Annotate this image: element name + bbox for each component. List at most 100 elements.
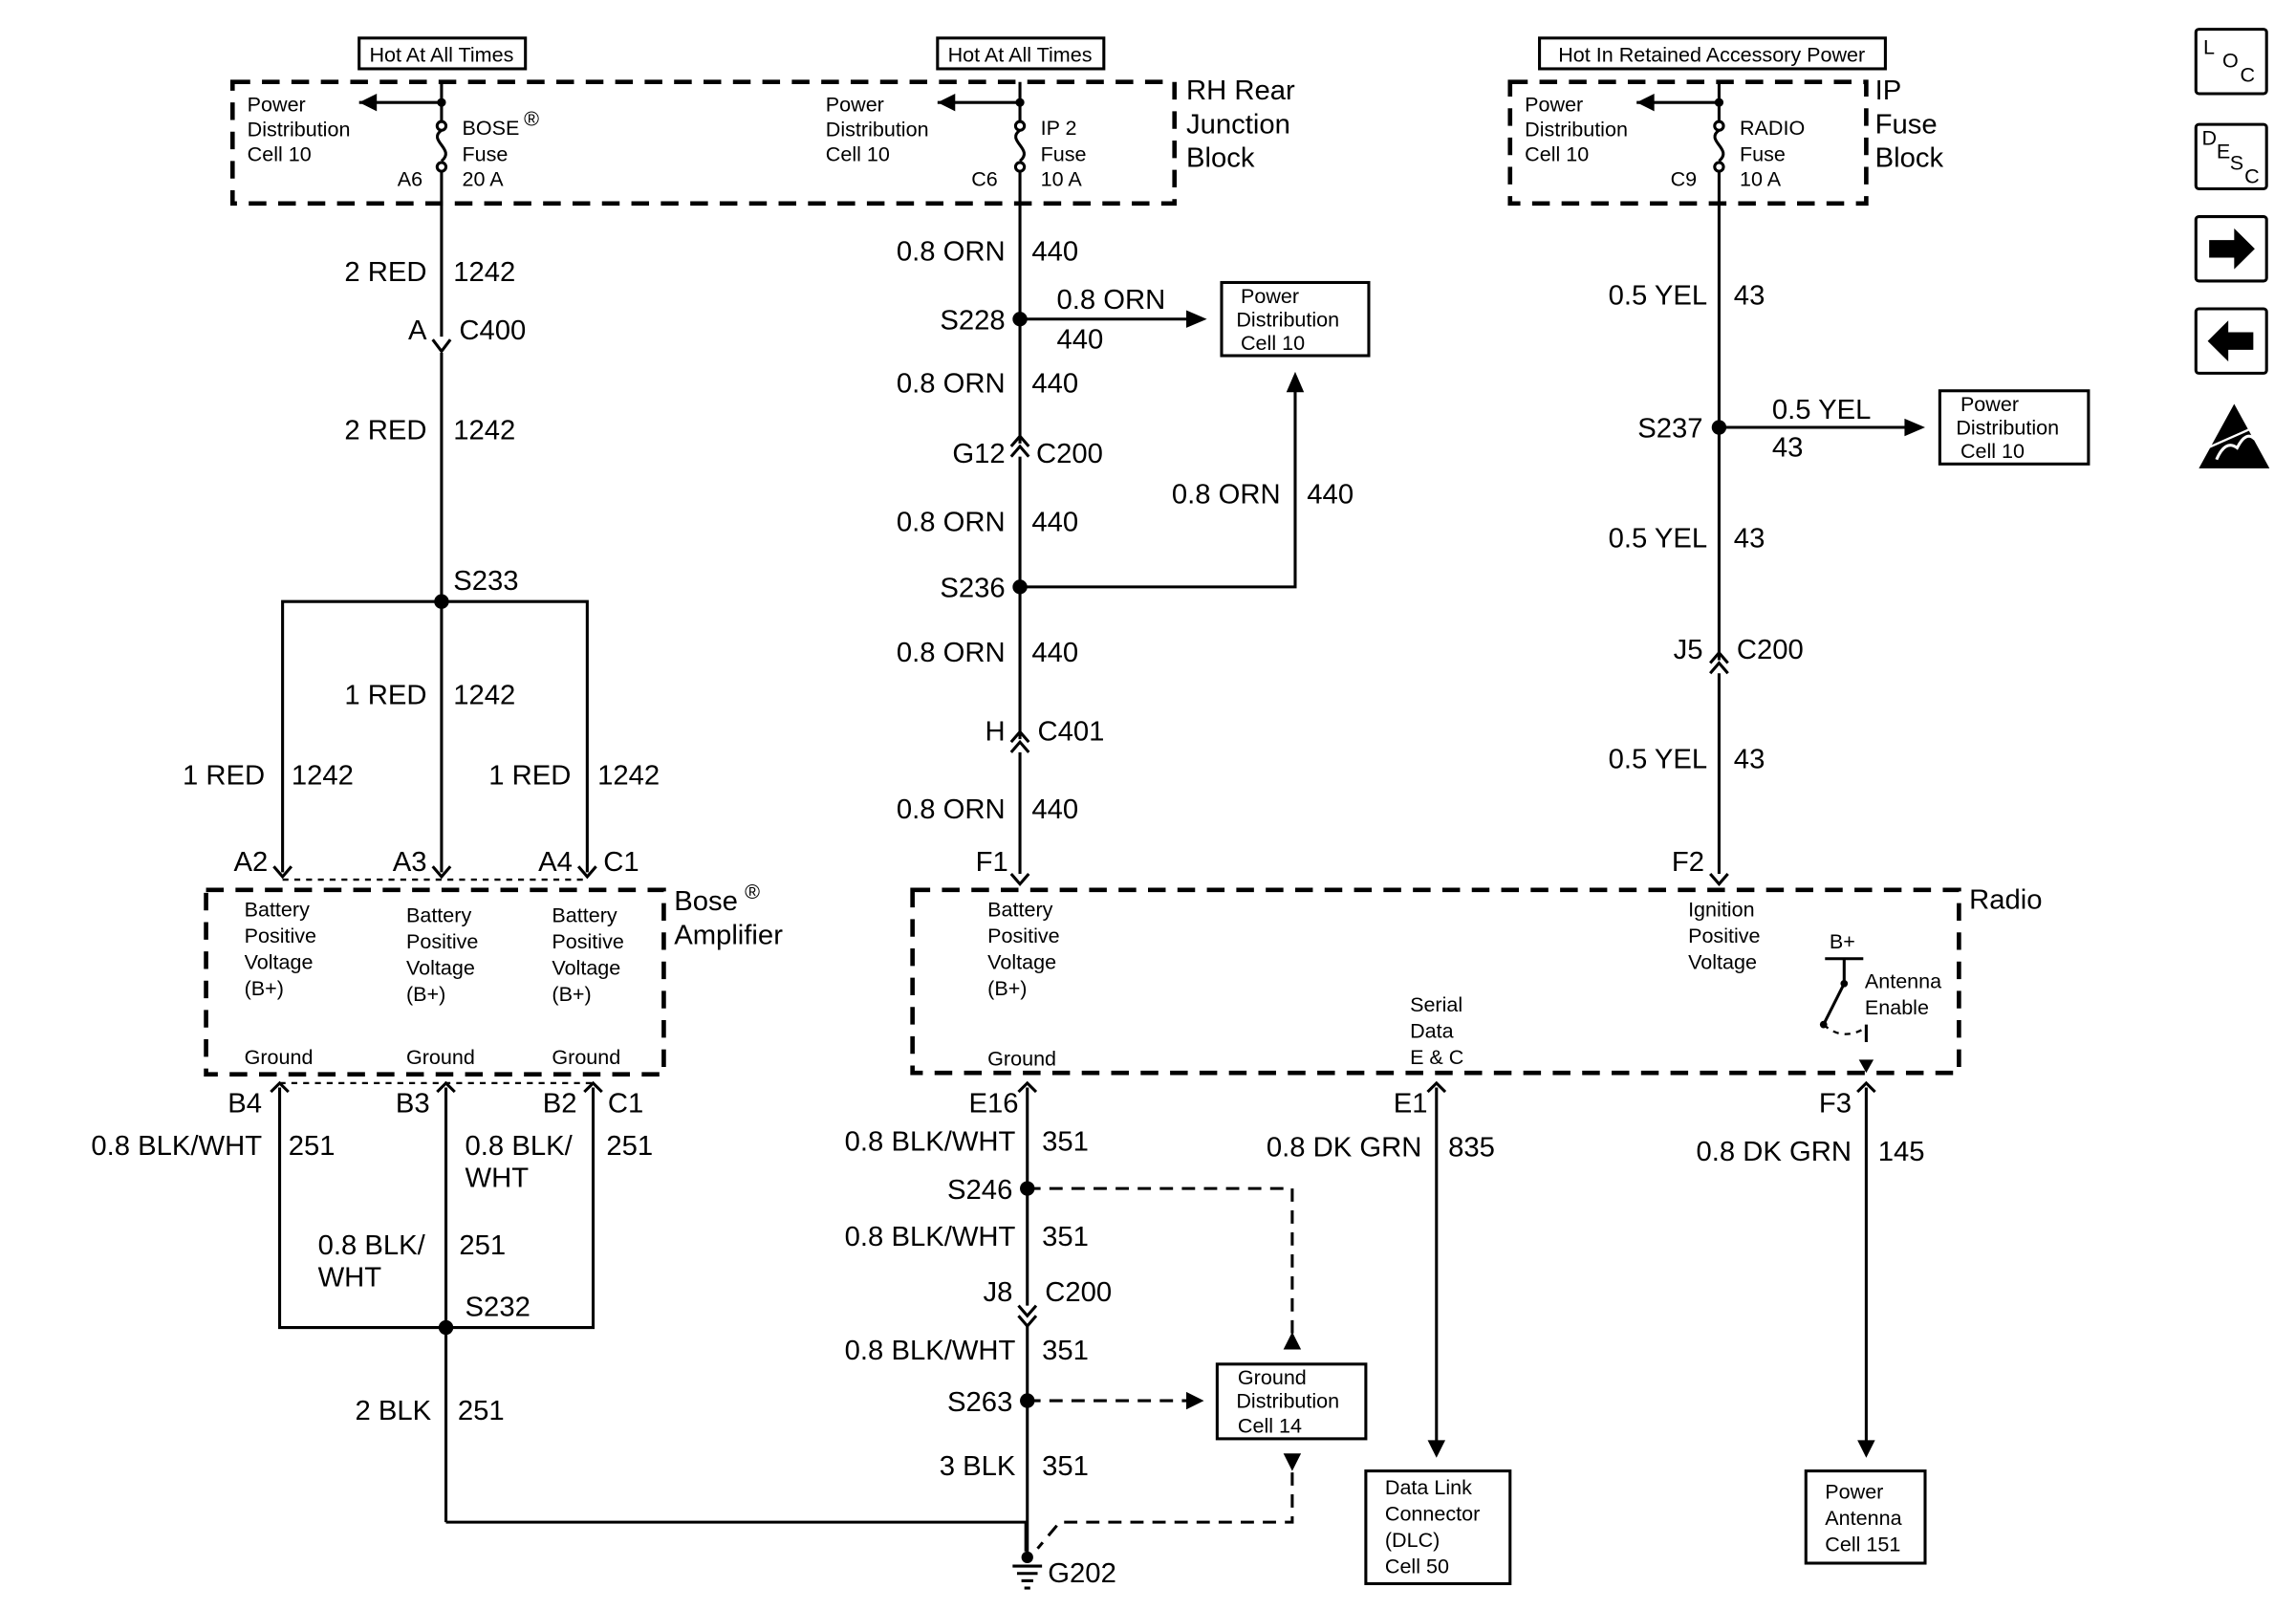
svg-text:WHT: WHT <box>318 1263 382 1294</box>
svg-text:Positive: Positive <box>552 930 623 953</box>
svg-text:C6: C6 <box>971 167 998 190</box>
svg-text:43: 43 <box>1734 281 1765 312</box>
svg-text:20 A: 20 A <box>462 167 504 190</box>
svg-text:F1: F1 <box>976 847 1008 878</box>
ip-fuse-block-outline <box>1507 79 1869 207</box>
svg-text:0.8 ORN: 0.8 ORN <box>1057 285 1166 315</box>
svg-text:C1: C1 <box>608 1089 643 1120</box>
svg-text:0.5 YEL: 0.5 YEL <box>1772 395 1872 425</box>
svg-text:440: 440 <box>1031 237 1078 268</box>
svg-text:1242: 1242 <box>453 415 515 446</box>
svg-text:H: H <box>986 717 1006 748</box>
svg-text:B3: B3 <box>396 1089 430 1120</box>
desc-button[interactable]: D E S C <box>2194 122 2268 191</box>
bose-fuse: BOSE ® Fuse 20 A A6 <box>358 81 539 190</box>
svg-text:Distribution: Distribution <box>248 118 351 141</box>
hot-label-left: Hot At All Times <box>357 36 528 71</box>
svg-text:Cell 10: Cell 10 <box>826 142 890 165</box>
svg-text:A: A <box>408 315 427 346</box>
svg-text:440: 440 <box>1031 368 1078 399</box>
svg-text:835: 835 <box>1448 1132 1495 1163</box>
svg-text:E & C: E & C <box>1410 1046 1463 1069</box>
svg-text:B4: B4 <box>227 1089 262 1120</box>
svg-text:Distribution: Distribution <box>1236 308 1339 331</box>
svg-text:351: 351 <box>1042 1126 1089 1157</box>
svg-text:251: 251 <box>289 1131 336 1162</box>
svg-text:Battery: Battery <box>406 904 472 927</box>
svg-text:2 RED: 2 RED <box>344 257 426 288</box>
svg-text:Data: Data <box>1410 1019 1454 1042</box>
svg-text:Distribution: Distribution <box>1236 1390 1339 1413</box>
svg-text:10 A: 10 A <box>1740 167 1782 190</box>
svg-text:Positive: Positive <box>1688 925 1760 947</box>
svg-text:440: 440 <box>1057 324 1104 355</box>
svg-text:Ground: Ground <box>987 1048 1056 1071</box>
svg-text:Voltage: Voltage <box>1688 951 1757 974</box>
svg-text:0.8 BLK/WHT: 0.8 BLK/WHT <box>845 1336 1016 1366</box>
svg-text:0.5 YEL: 0.5 YEL <box>1609 745 1708 775</box>
svg-text:C401: C401 <box>1038 717 1105 748</box>
svg-text:43: 43 <box>1734 524 1765 555</box>
svg-text:Antenna: Antenna <box>1865 969 1941 992</box>
svg-text:A6: A6 <box>398 167 422 190</box>
svg-text:Power: Power <box>1825 1481 1883 1504</box>
svg-text:0.8 ORN: 0.8 ORN <box>897 368 1006 399</box>
svg-text:J5: J5 <box>1674 635 1703 665</box>
svg-text:0.8 BLK/: 0.8 BLK/ <box>318 1230 426 1261</box>
svg-text:C: C <box>2240 64 2255 87</box>
svg-text:0.8 ORN: 0.8 ORN <box>1172 480 1281 511</box>
svg-text:S246: S246 <box>947 1175 1012 1206</box>
svg-text:Power: Power <box>826 93 884 116</box>
prev-arrow-icon[interactable] <box>2194 307 2268 375</box>
svg-text:Voltage: Voltage <box>552 957 620 980</box>
bose-branch-wires <box>272 599 597 881</box>
svg-text:Distribution: Distribution <box>1956 417 2059 440</box>
svg-text:G202: G202 <box>1048 1558 1116 1589</box>
svg-text:Ignition: Ignition <box>1688 898 1754 921</box>
amp-terminal-1: Battery Positive Voltage (B+) Ground <box>245 898 316 1069</box>
svg-text:S263: S263 <box>947 1387 1012 1418</box>
loc-button[interactable]: L O C <box>2194 28 2268 96</box>
svg-text:351: 351 <box>1042 1336 1089 1366</box>
svg-text:Power: Power <box>1960 393 2019 416</box>
svg-text:43: 43 <box>1734 745 1765 775</box>
svg-text:®: ® <box>745 881 760 903</box>
svg-text:Ground: Ground <box>552 1046 620 1069</box>
svg-text:S228: S228 <box>940 306 1005 337</box>
svg-text:43: 43 <box>1772 433 1804 464</box>
svg-text:2 RED: 2 RED <box>344 415 426 446</box>
svg-text:0.8 DK GRN: 0.8 DK GRN <box>1697 1137 1852 1167</box>
pdc-label-mid: Power Distribution Cell 10 <box>826 93 929 165</box>
svg-text:Battery: Battery <box>552 904 617 927</box>
pdc-label-left: Power Distribution Cell 10 <box>248 93 351 165</box>
dlc-box: Data Link Connector (DLC) Cell 50 <box>1364 1469 1512 1585</box>
svg-text:BOSE: BOSE <box>462 117 519 140</box>
svg-text:Amplifier: Amplifier <box>674 921 783 951</box>
svg-text:E1: E1 <box>1394 1089 1428 1120</box>
antenna-enable-switch: B+ Antenna Enable <box>1819 930 1941 1043</box>
next-arrow-icon[interactable] <box>2194 215 2268 283</box>
svg-text:Junction: Junction <box>1186 109 1290 140</box>
svg-text:D: D <box>2201 127 2217 150</box>
svg-text:Data Link: Data Link <box>1385 1476 1472 1499</box>
serial-data-wire <box>1426 1080 1447 1458</box>
svg-text:Connector: Connector <box>1385 1503 1480 1526</box>
svg-text:C200: C200 <box>1045 1277 1112 1308</box>
svg-text:251: 251 <box>458 1396 505 1426</box>
svg-text:Voltage: Voltage <box>406 957 475 980</box>
svg-text:(B+): (B+) <box>406 983 445 1006</box>
svg-text:A4: A4 <box>538 847 573 878</box>
svg-text:J8: J8 <box>983 1277 1012 1308</box>
svg-text:C200: C200 <box>1036 439 1103 469</box>
amp-terminal-2: Battery Positive Voltage (B+) Ground <box>406 904 478 1069</box>
svg-text:Positive: Positive <box>406 930 478 953</box>
svg-text:Hot At All Times: Hot At All Times <box>369 43 513 66</box>
svg-text:Block: Block <box>1186 143 1255 174</box>
esd-warning-icon <box>2199 403 2270 468</box>
ip2-fuse: IP 2 Fuse 10 A C6 <box>937 81 1087 190</box>
splice-s263 <box>1020 1393 1035 1408</box>
svg-text:Ground: Ground <box>1238 1366 1307 1389</box>
svg-text:RH Rear: RH Rear <box>1186 76 1295 106</box>
svg-text:Power: Power <box>1241 285 1299 308</box>
